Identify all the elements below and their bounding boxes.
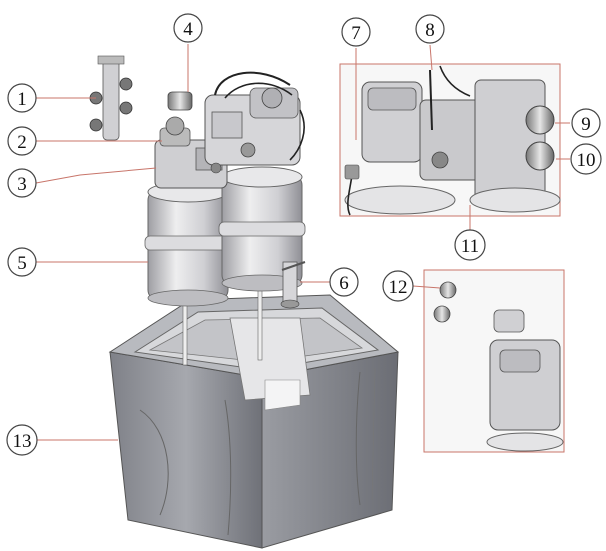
callout-5: 5 [7, 247, 37, 277]
detail-inset-valve [339, 63, 561, 217]
svg-text:1: 1 [17, 89, 27, 110]
svg-text:12: 12 [389, 277, 408, 298]
svg-text:6: 6 [339, 273, 349, 294]
svg-text:3: 3 [17, 174, 27, 195]
svg-text:9: 9 [581, 114, 591, 135]
leader-3 [35, 167, 157, 184]
svg-text:11: 11 [461, 236, 479, 257]
svg-text:5: 5 [17, 253, 27, 274]
brine-cabinet [108, 284, 400, 549]
svg-text:8: 8 [425, 20, 435, 41]
callout-3: 3 [7, 168, 37, 198]
callout-13: 13 [6, 424, 38, 456]
callout-7: 7 [341, 17, 371, 47]
svg-text:4: 4 [183, 19, 193, 40]
callout-1: 1 [7, 83, 37, 113]
resin-tanks [144, 166, 306, 307]
callout-11: 11 [454, 229, 486, 261]
svg-text:2: 2 [17, 132, 27, 153]
callout-9: 9 [571, 108, 601, 138]
callout-4: 4 [173, 13, 203, 43]
svg-text:10: 10 [577, 150, 596, 171]
callout-8: 8 [415, 14, 445, 44]
leader-8 [429, 44, 433, 71]
callout-2: 2 [7, 126, 37, 156]
callout-6: 6 [329, 267, 359, 297]
svg-text:7: 7 [351, 23, 361, 44]
leader-lines [35, 44, 570, 441]
detail-inset-fittings [423, 269, 565, 453]
callout-10: 10 [570, 143, 602, 175]
leader-12 [412, 285, 441, 289]
control-valves [89, 55, 306, 309]
callout-12: 12 [382, 270, 414, 302]
svg-text:13: 13 [13, 431, 32, 452]
